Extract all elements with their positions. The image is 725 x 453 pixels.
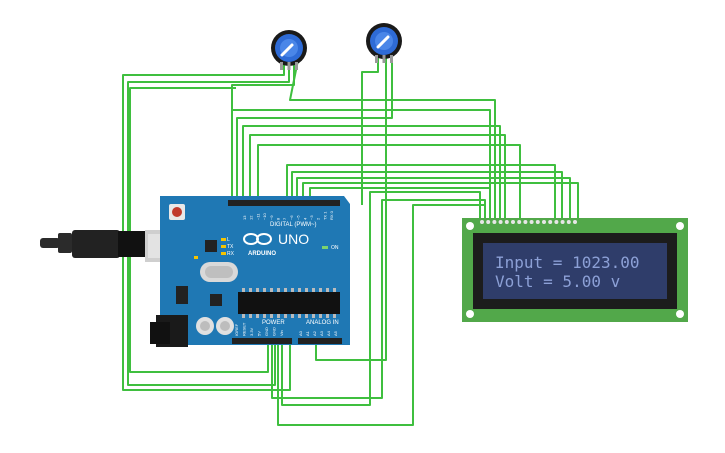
header-power-label: POWER bbox=[262, 320, 285, 326]
digital_pins-label: ~3 bbox=[309, 215, 314, 220]
digital-header bbox=[228, 200, 340, 206]
lcd-pin[interactable] bbox=[511, 220, 515, 224]
digital_pins-label: 4 bbox=[302, 217, 307, 220]
wire-d3-db6[interactable] bbox=[291, 171, 563, 218]
wire-d11-en[interactable] bbox=[249, 134, 506, 218]
lcd-pin[interactable] bbox=[554, 220, 559, 224]
lcd-pin[interactable] bbox=[523, 220, 528, 224]
power_pins-label: 3.3V bbox=[249, 327, 254, 336]
wire-pot2-right[interactable] bbox=[315, 52, 387, 361]
lcd-pin[interactable] bbox=[480, 220, 484, 224]
digital_pins-label: 8 bbox=[276, 217, 281, 220]
lcd-pin[interactable] bbox=[566, 220, 571, 224]
analog-header bbox=[298, 338, 342, 344]
power_pins-label: Vin bbox=[279, 330, 284, 336]
analog_pins-label: A0 bbox=[298, 330, 303, 336]
label-on: ON bbox=[331, 245, 339, 251]
header-digital-label: DIGITAL (PWM~) bbox=[270, 222, 317, 228]
wire-d4-db5[interactable] bbox=[286, 164, 556, 218]
power_pins-label: IOREF bbox=[234, 323, 239, 336]
lcd-line-2: Volt = 5.00 v bbox=[495, 272, 620, 291]
potentiometer-2[interactable] bbox=[366, 23, 402, 63]
digital_pins-label: RX 0 bbox=[329, 210, 334, 220]
wire-d2-db7[interactable] bbox=[296, 177, 571, 218]
lcd-pin[interactable] bbox=[535, 220, 540, 224]
atmega-chip bbox=[238, 292, 340, 314]
lcd-pin[interactable] bbox=[542, 220, 546, 224]
digital_pins-label: 13 bbox=[242, 215, 247, 220]
label-tx: TX bbox=[227, 244, 234, 250]
power_pins-label: GND bbox=[272, 327, 277, 336]
lcd-pin[interactable] bbox=[573, 220, 577, 224]
potentiometer-1[interactable] bbox=[271, 30, 307, 70]
arduino-logo-icon bbox=[243, 233, 272, 245]
lcd-line-1: Input = 1023.00 bbox=[495, 253, 640, 272]
lcd-pin[interactable] bbox=[498, 220, 503, 224]
arduino-uno-board[interactable]: ARDUINO UNO ON L TX RX DIGITAL (PWM~) PO… bbox=[150, 196, 350, 347]
lcd-pin[interactable] bbox=[529, 220, 534, 224]
digital_pins-label: 12 bbox=[249, 215, 254, 220]
board-brand: ARDUINO bbox=[248, 251, 276, 257]
label-rx: RX bbox=[227, 251, 235, 257]
wire-pot2-wiper[interactable] bbox=[236, 55, 393, 205]
board-model: UNO bbox=[278, 231, 309, 247]
lcd-pin[interactable] bbox=[486, 220, 491, 224]
wire-5v-lcd[interactable] bbox=[271, 199, 486, 399]
digital_pins-label: ~10 bbox=[262, 212, 267, 220]
digital_pins-label: TX 1 bbox=[322, 211, 327, 220]
header-analog-label: ANALOG IN bbox=[306, 320, 339, 326]
analog_pins-label: A3 bbox=[319, 330, 324, 336]
wire-gnd-lcd[interactable] bbox=[277, 204, 485, 426]
analog_pins-label: A4 bbox=[326, 330, 331, 336]
wires bbox=[122, 52, 579, 426]
digital_pins-label: ~9 bbox=[269, 215, 274, 220]
reset-button[interactable] bbox=[172, 207, 182, 217]
power-header bbox=[232, 338, 292, 344]
analog_pins-label: A1 bbox=[305, 330, 310, 336]
lcd-pin[interactable] bbox=[492, 220, 497, 224]
lcd-pin-row bbox=[480, 220, 577, 224]
lcd-module[interactable]: Input = 1023.00 Volt = 5.00 v bbox=[462, 218, 688, 322]
lcd-screen bbox=[483, 243, 667, 299]
analog_pins-label: A2 bbox=[312, 330, 317, 336]
lcd-pin[interactable] bbox=[560, 220, 565, 224]
wire-lcd-led-a[interactable] bbox=[302, 182, 579, 218]
digital_pins-label: ~5 bbox=[296, 215, 301, 220]
wire-d5-db4[interactable] bbox=[257, 144, 521, 218]
digital_pins-label: 2 bbox=[316, 217, 321, 220]
analog_pins-label: A5 bbox=[333, 330, 338, 336]
digital_pins-label: ~6 bbox=[289, 215, 294, 220]
wire-5v-lcd-b[interactable] bbox=[281, 191, 481, 406]
power_pins-label: RESET bbox=[242, 322, 247, 336]
lcd-pin[interactable] bbox=[548, 220, 553, 224]
lcd-pin[interactable] bbox=[517, 220, 522, 224]
wire-gnd-loop[interactable] bbox=[129, 87, 269, 373]
digital_pins-label: 7 bbox=[282, 217, 287, 220]
lcd-pin[interactable] bbox=[504, 220, 509, 224]
power_pins-label: 5V bbox=[257, 331, 262, 336]
power_pins-label: GND bbox=[264, 327, 269, 336]
label-l: L bbox=[227, 237, 230, 243]
digital_pins-label: ~11 bbox=[255, 213, 260, 220]
